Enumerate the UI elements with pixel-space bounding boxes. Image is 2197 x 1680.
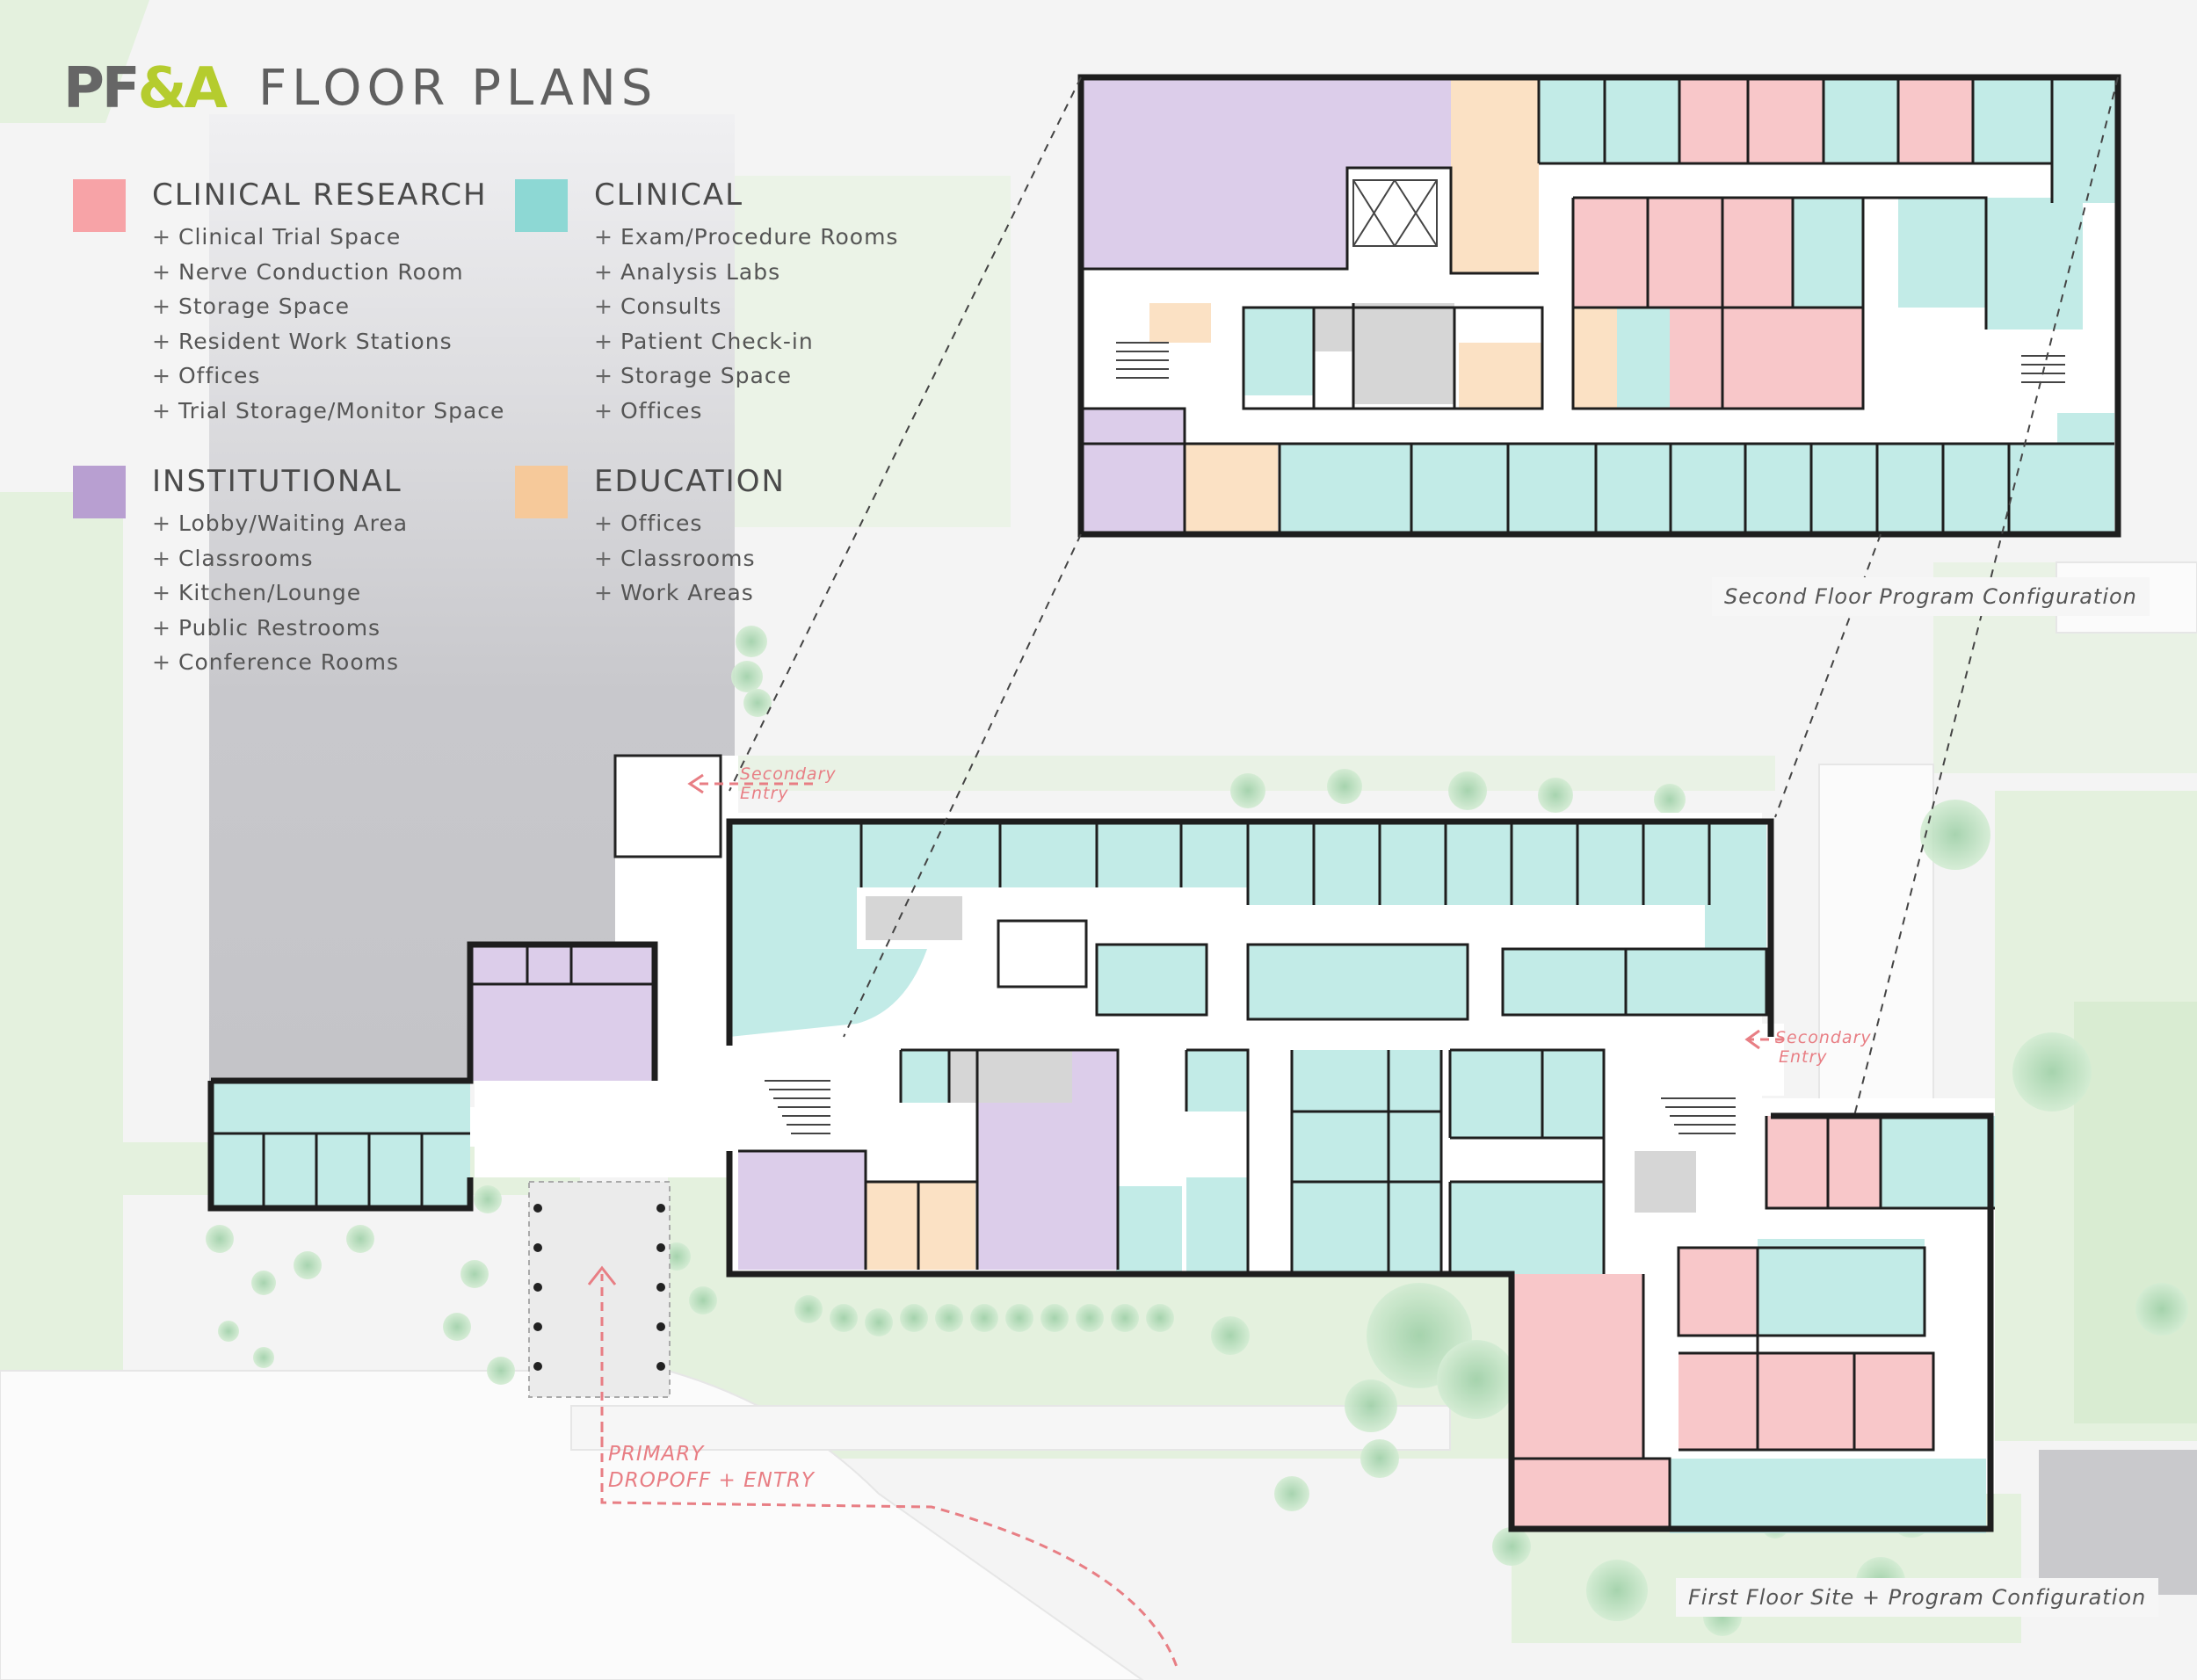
legend-swatch-clinical-research	[73, 179, 126, 232]
legend-title: CLINICAL	[594, 177, 744, 213]
legend-item: Analysis Labs	[594, 255, 898, 290]
pfa-logo: PF&A	[63, 56, 228, 121]
first-floor-caption: First Floor Site + Program Configuration	[1676, 1578, 2159, 1617]
legend-item: Public Restrooms	[152, 611, 408, 646]
legend-item: Offices	[152, 358, 504, 394]
entry-arrows	[600, 782, 1784, 1670]
page-title: FLOOR PLANS	[257, 60, 658, 117]
site-roads	[0, 561, 2197, 1680]
legend-item: Conference Rooms	[152, 645, 408, 680]
legend-item: Patient Check-in	[594, 324, 898, 359]
legend-item: Consults	[594, 289, 898, 324]
legend-item: Offices	[594, 506, 755, 541]
legend-item: Classrooms	[152, 541, 408, 576]
first-floor-plan	[207, 754, 1995, 1533]
legend-title: INSTITUTIONAL	[152, 464, 402, 499]
legend-item: Lobby/Waiting Area	[152, 506, 408, 541]
legend-item: Clinical Trial Space	[152, 220, 504, 255]
legend-item: Work Areas	[594, 576, 755, 611]
legend-item: Trial Storage/Monitor Space	[152, 394, 504, 429]
legend-item: Offices	[594, 394, 898, 429]
second-floor-plan	[1077, 74, 2121, 538]
second-floor-caption: Second Floor Program Configuration	[1712, 577, 2150, 616]
legend-swatch-institutional	[73, 466, 126, 518]
legend-title: EDUCATION	[594, 464, 786, 499]
legend-swatch-clinical	[515, 179, 568, 232]
legend-item: Classrooms	[594, 541, 755, 576]
legend-item: Nerve Conduction Room	[152, 255, 504, 290]
legend-item: Kitchen/Lounge	[152, 576, 408, 611]
legend-swatch-education	[515, 466, 568, 518]
legend-item: Exam/Procedure Rooms	[594, 220, 898, 255]
legend-item: Resident Work Stations	[152, 324, 504, 359]
legend-title: CLINICAL RESEARCH	[152, 177, 488, 213]
page-header: PF&A FLOOR PLANS	[63, 58, 657, 119]
legend-item: Storage Space	[594, 358, 898, 394]
legend-item: Storage Space	[152, 289, 504, 324]
